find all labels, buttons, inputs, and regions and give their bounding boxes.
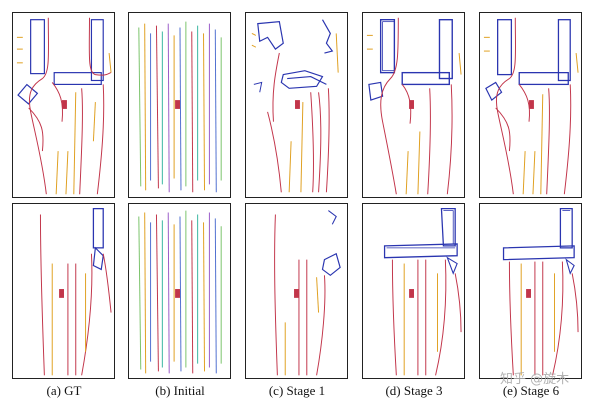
map-stage1-top — [251, 19, 339, 193]
map-stage3-top — [366, 17, 462, 195]
panel-stage1-bottom — [245, 203, 348, 379]
panel-gt-top — [12, 12, 115, 198]
caption-stage3: (d) Stage 3 — [385, 383, 443, 398]
caption-stage6: (e) Stage 6 — [502, 383, 560, 398]
caption-stage1: (c) Stage 1 — [268, 383, 326, 398]
panel-stage6-bottom — [479, 203, 582, 379]
panel-gt-bottom — [12, 203, 115, 379]
panel-initial-bottom — [128, 203, 231, 379]
watermark: 知乎 @旋木 — [500, 372, 570, 387]
panel-stage3-bottom — [362, 203, 465, 379]
map-initial-top — [138, 21, 222, 193]
map-gt-top — [16, 17, 112, 195]
map-gt-bottom — [39, 207, 112, 376]
panel-stage6-top — [479, 12, 582, 198]
map-initial-bottom — [138, 210, 222, 374]
caption-initial: (b) Initial — [155, 383, 205, 398]
panel-stage3-top — [362, 12, 465, 198]
panel-stage1-top — [245, 12, 348, 198]
map-stage6-top — [483, 17, 579, 195]
caption-gt: (a) GT — [46, 383, 82, 398]
map-stage3-bottom — [383, 207, 462, 376]
panel-initial-top — [128, 12, 231, 198]
map-stage1-bottom — [274, 210, 341, 376]
map-stage6-bottom — [502, 207, 579, 376]
